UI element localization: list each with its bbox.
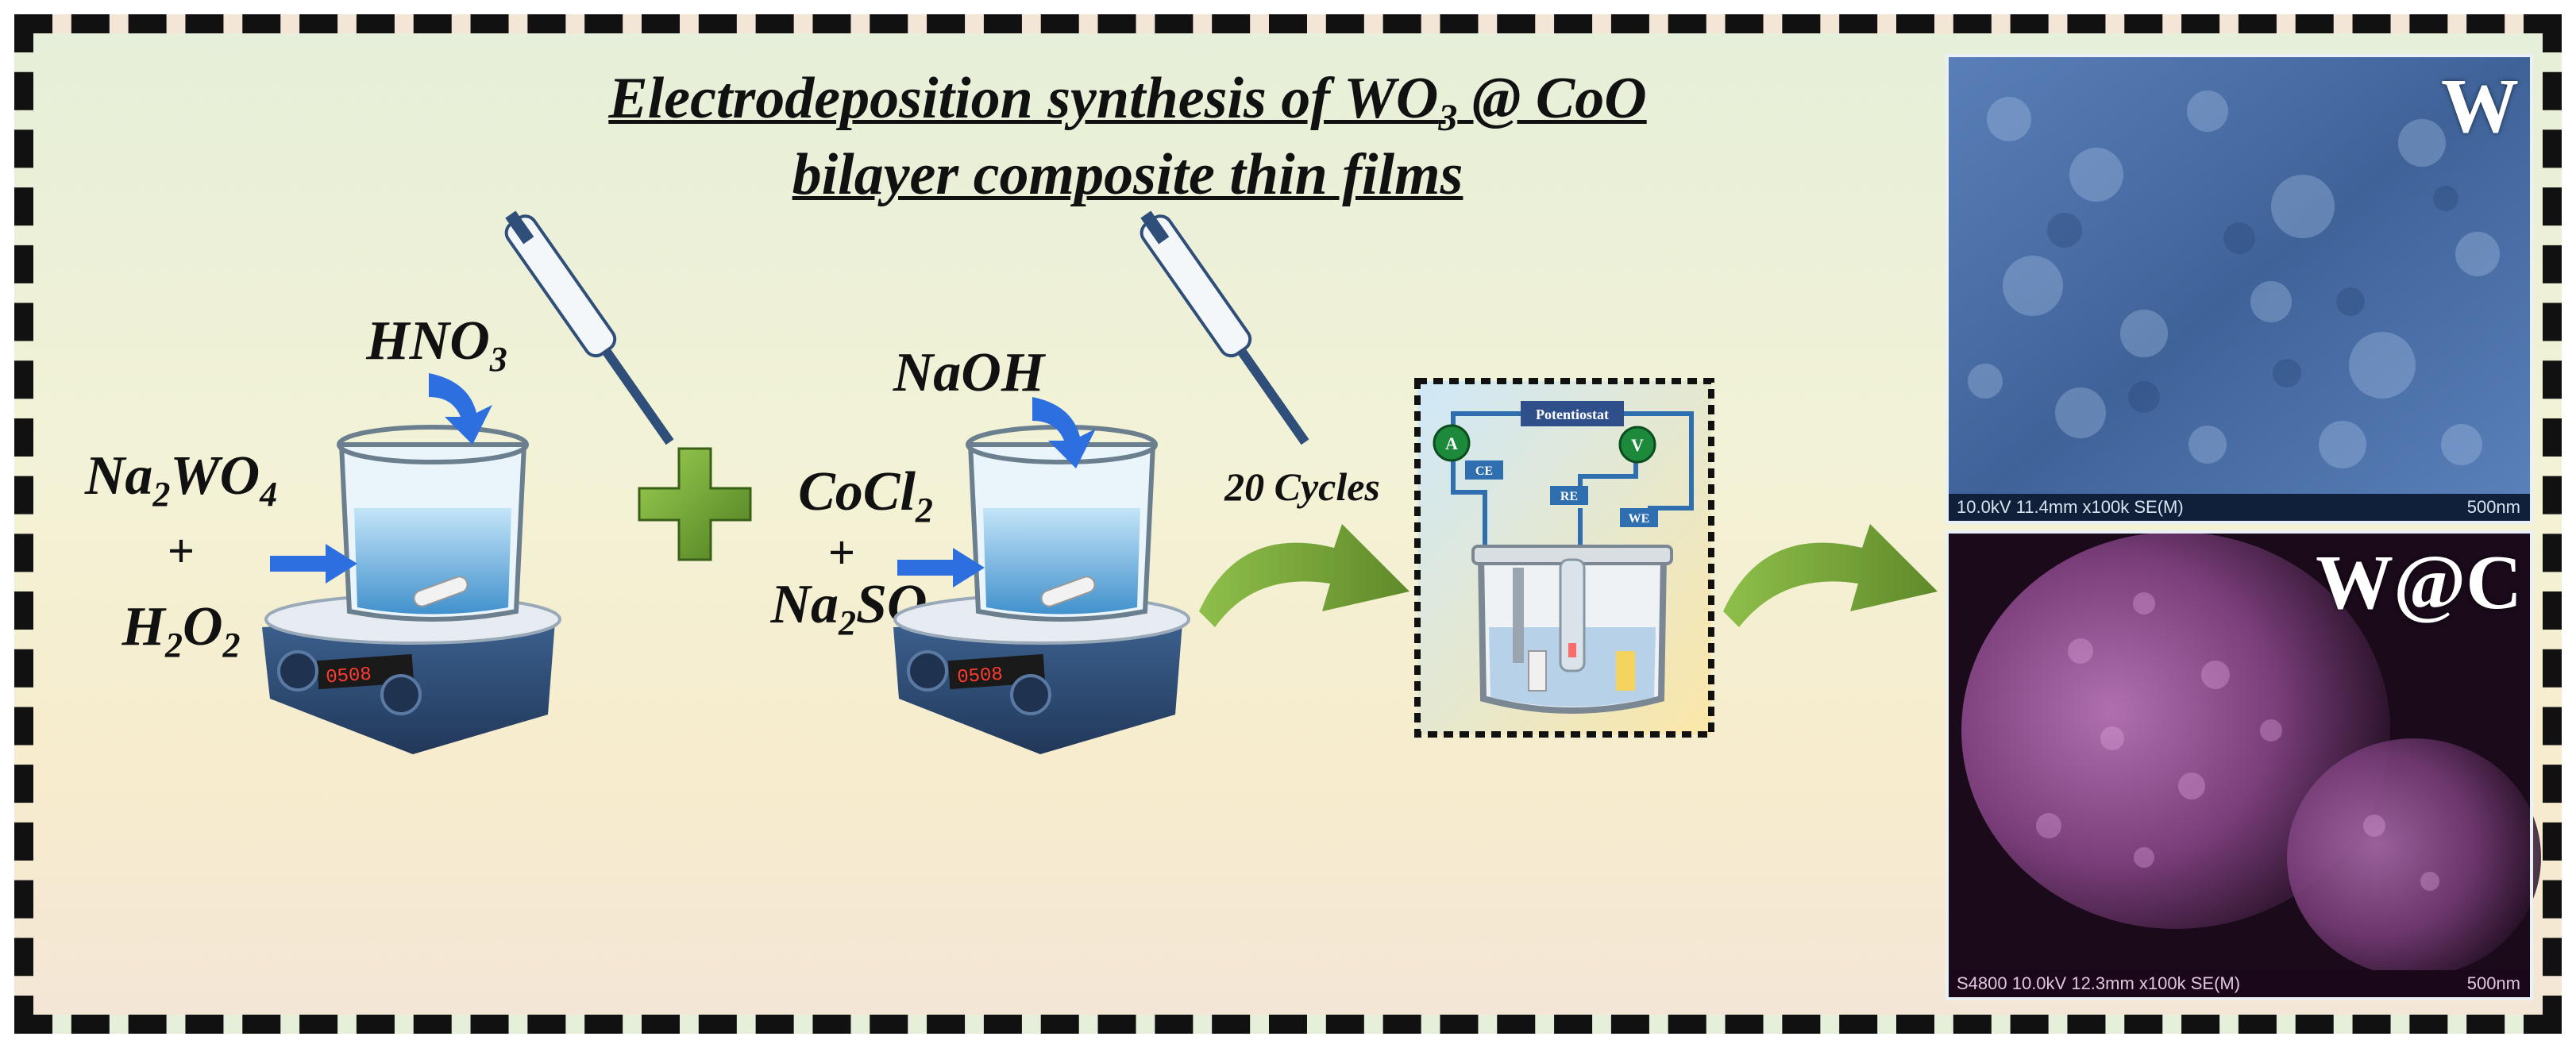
ce-electrode (1513, 568, 1524, 663)
svg-text:0508: 0508 (956, 664, 1003, 688)
green-curved-arrow-2 (1723, 524, 1938, 627)
plus-sign-2: + (827, 526, 856, 579)
cycles-label: 20 Cycles (1224, 464, 1380, 509)
title-line-1: Electrodeposition synthesis of WO3 @ CoO (608, 66, 1647, 139)
stir-bar-2 (1040, 576, 1096, 607)
blue-arrow-right-2 (897, 548, 985, 588)
sem-info-top: 10.0kV 11.4mm x100k SE(M) (1957, 497, 2184, 517)
reagent-hno3: HNO3 (366, 310, 507, 379)
knob-1b (380, 674, 422, 715)
svg-text:0508: 0508 (325, 664, 372, 688)
svg-text:V: V (1631, 435, 1644, 455)
blue-arrow-right-1 (270, 544, 357, 584)
reagent-cocl2: CoCl2 (798, 461, 933, 530)
sem-frame-bottom: W@C S4800 10.0kV 12.3mm x100k SE(M) 500n… (1945, 530, 2533, 1000)
stirrer-setup-2: 0508 (893, 210, 1309, 754)
sem-info-bar-bottom: S4800 10.0kV 12.3mm x100k SE(M) 500nm (1949, 970, 2530, 997)
title-line-2: bilayer composite thin films (792, 142, 1463, 207)
blue-arrow-down-2 (1032, 397, 1096, 468)
sem-scale-top: 500nm (2466, 497, 2520, 517)
re-label-box (1550, 486, 1588, 505)
sem-info-bar-top: 10.0kV 11.4mm x100k SE(M) 500nm (1949, 494, 2530, 521)
blue-arrow-down-1 (429, 373, 492, 445)
ammeter-icon (1433, 424, 1471, 462)
potentiostat-box (1521, 401, 1624, 426)
sem-frame-top: W 10.0kV 11.4mm x100k SE(M) 500nm (1945, 54, 2533, 524)
svg-text:A: A (1445, 433, 1458, 453)
ce-label-box (1465, 460, 1503, 480)
green-curved-arrow-1 (1199, 524, 1409, 627)
reagent-naoh: NaOH (893, 342, 1045, 403)
we-label-box (1620, 508, 1658, 527)
green-plus-icon (638, 447, 752, 561)
svg-text:CE: CE (1475, 464, 1493, 478)
sem-info-bottom: S4800 10.0kV 12.3mm x100k SE(M) (1957, 973, 2241, 993)
pipette-1 (504, 210, 674, 445)
pipette-2 (1140, 210, 1309, 445)
sem-image-bottom (1947, 532, 2541, 999)
re-electrode (1559, 558, 1586, 672)
knob-2b (1010, 674, 1051, 715)
stirrer-setup-1: 0508 (262, 210, 674, 754)
sem-image-top (1947, 56, 2532, 522)
stir-bar-1 (413, 576, 469, 607)
svg-text:RE: RE (1560, 490, 1578, 503)
electrochemical-cell: Potentiostat A V CE RE WE (1414, 378, 1714, 738)
reagent-na2wo4: Na2WO4 (84, 445, 278, 514)
svg-text:Potentiostat: Potentiostat (1536, 406, 1609, 422)
sem-label-w-at-c: W@C (2316, 540, 2522, 626)
sem-label-w: W (2441, 64, 2519, 149)
voltmeter-icon (1618, 426, 1656, 464)
knob-2a (907, 650, 948, 692)
reagent-h2o2: H2O2 (121, 596, 241, 665)
plus-sign-1: + (167, 525, 195, 577)
svg-text:WE: WE (1629, 512, 1650, 526)
knob-1a (277, 650, 318, 692)
sem-scale-bottom: 500nm (2466, 973, 2520, 993)
we-electrode (1616, 651, 1635, 691)
